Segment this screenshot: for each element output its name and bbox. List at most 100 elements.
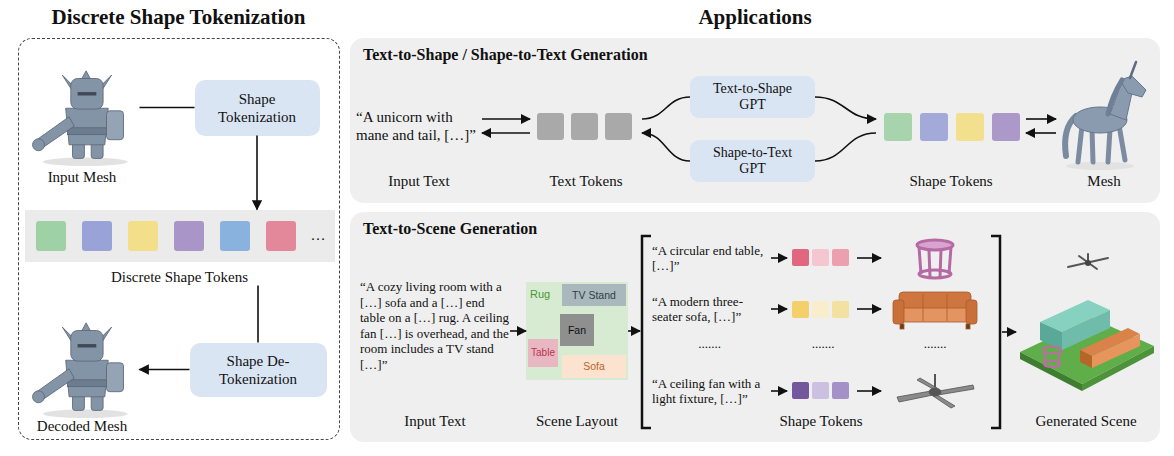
figure-title: Applications: [698, 5, 811, 30]
ceiling-fan-mesh-part: [934, 374, 936, 389]
text-slot: Shape Tokens: [876, 172, 1026, 190]
unicorn-mesh-part: [1120, 76, 1146, 97]
text-slot: Discrete Shape Tokenization: [18, 5, 340, 30]
sofa-mesh-part: [947, 294, 948, 321]
mesh-figure: Input Mesh: [25, 55, 140, 187]
dashed-panel: Discrete Shape TokenizationInput MeshSha…: [18, 38, 340, 440]
text-slot: Generated Scene: [1016, 412, 1156, 430]
discrete-tokens-part: [174, 221, 204, 251]
generated-scene-part: [1043, 347, 1061, 368]
object-token-squares-part: [832, 249, 849, 266]
sofa-mesh-part: [899, 308, 971, 322]
ellipsis-mark: .......: [924, 336, 947, 352]
layout-box: Sofa: [562, 355, 626, 378]
process-box: Shape De-Tokenization: [190, 343, 327, 397]
object-token-squares-part: [792, 249, 809, 266]
text-slot: Text-to-Scene Generation: [363, 219, 763, 238]
row-arrows-part: [771, 257, 787, 259]
shape-token-squares-part: [992, 113, 1020, 141]
token-group: Shape Tokens: [876, 105, 1026, 195]
figure-caption: Input Mesh: [48, 168, 117, 186]
shape-token-squares: [884, 113, 1020, 141]
connector-arrow: [642, 97, 690, 119]
text-slot: …: [304, 226, 332, 244]
generated-scene-part: [1068, 254, 1108, 269]
object-prompt: “A circular end table, […]”: [652, 243, 767, 273]
ceiling-fan-mesh-part: [929, 388, 941, 396]
sofa-mesh-part: [966, 324, 970, 329]
unicorn-mesh-part: [1078, 125, 1125, 162]
text-token-squares: [537, 113, 632, 140]
figure-caption: Decoded Mesh: [37, 417, 127, 435]
panel-heading: Text-to-Shape / Shape-to-Text Generation: [363, 45, 648, 64]
bracket-part: [991, 236, 1000, 428]
row-arrows-part: [771, 390, 787, 392]
scene-figure: Generated Scene: [1016, 245, 1156, 432]
text-slot: Discrete Shape Tokens: [25, 268, 335, 286]
box-label: Shape-to-Text GPT: [703, 145, 803, 177]
text-slot: Input Mesh: [25, 168, 140, 186]
generated-scene: [1020, 254, 1154, 391]
figure-caption: Scene Layout: [536, 412, 618, 430]
bracket: [642, 236, 1000, 428]
text-slot: Text-to-Shape / Shape-to-Text Generation: [363, 45, 863, 64]
text-slot: Input Text: [356, 172, 482, 190]
end-table-mesh: [917, 240, 953, 278]
object-token-squares-part: [812, 382, 829, 399]
connector-group: [140, 97, 1057, 370]
figure-caption: Generated Scene: [1035, 412, 1136, 430]
input-text: “A unicorn with mane and tail, […]”Input…: [356, 105, 482, 195]
connector-arrow: [815, 97, 876, 119]
object-token-squares-part: [832, 301, 849, 318]
ceiling-fan-mesh-part: [933, 395, 955, 408]
connector-arrow: [256, 136, 258, 210]
generated-scene-part: [1080, 328, 1140, 356]
input-text: “A cozy living room with a […] sofa and …: [360, 275, 510, 433]
connector-arrow: [1002, 331, 1016, 333]
text-slot: .......: [652, 334, 767, 352]
panel-heading: Discrete Shape Tokenization: [52, 5, 306, 30]
decoded-robot-mesh: [33, 323, 128, 418]
shape-token-squares-part: [956, 113, 984, 141]
row-arrows-part: [857, 390, 881, 392]
connector-arrow: [510, 330, 526, 332]
ceiling-fan-mesh: [897, 374, 974, 408]
box-label: Sofa: [583, 360, 605, 373]
ellipsis-mark: …: [311, 226, 326, 244]
unicorn-mesh-part: [1110, 84, 1133, 120]
row-arrows-part: [771, 308, 787, 310]
generated-scene-part: [1085, 260, 1091, 266]
generated-scene-part: [1020, 352, 1082, 391]
object-token-squares: [792, 249, 849, 399]
discrete-tokens-part: [82, 221, 112, 251]
figure-caption: Shape Tokens: [779, 412, 862, 430]
connector-arrow: [140, 107, 195, 109]
unicorn-mesh-part: [1108, 129, 1110, 162]
ceiling-fan-mesh-part: [917, 378, 937, 389]
end-table-mesh-part: [949, 247, 951, 274]
connector-arrow: [482, 118, 530, 120]
figure-caption: Shape Tokens: [909, 172, 992, 190]
box-label: Shape De-Tokenization: [197, 352, 319, 388]
unicorn-mesh-part: [1073, 107, 1127, 133]
generated-scene-part: [1092, 334, 1140, 368]
figure-caption: Input Text: [388, 172, 450, 190]
ceiling-fan-mesh-part: [938, 385, 974, 395]
application-panel: Text-to-Shape / Shape-to-Text Generation…: [350, 38, 1160, 203]
unicorn-mesh-part: [1119, 125, 1125, 160]
band-caption: Discrete Shape Tokens: [111, 268, 248, 286]
text-slot: .......: [786, 334, 860, 352]
discrete-tokens: [36, 221, 296, 251]
generated-scene-part: [1044, 361, 1060, 367]
quote-text: “A cozy living room with a […] sofa and …: [360, 279, 510, 372]
box-label: Shape Tokenization: [205, 90, 309, 126]
sofa-mesh-part: [899, 292, 971, 310]
box-label: Table: [531, 347, 555, 359]
connector-arrow: [140, 369, 190, 371]
end-table-mesh-part: [929, 250, 930, 277]
text-slot: “A modern three-seater sofa, […]”: [652, 294, 767, 325]
layout-box: Fan: [560, 314, 594, 346]
end-table-mesh-part: [940, 250, 941, 277]
